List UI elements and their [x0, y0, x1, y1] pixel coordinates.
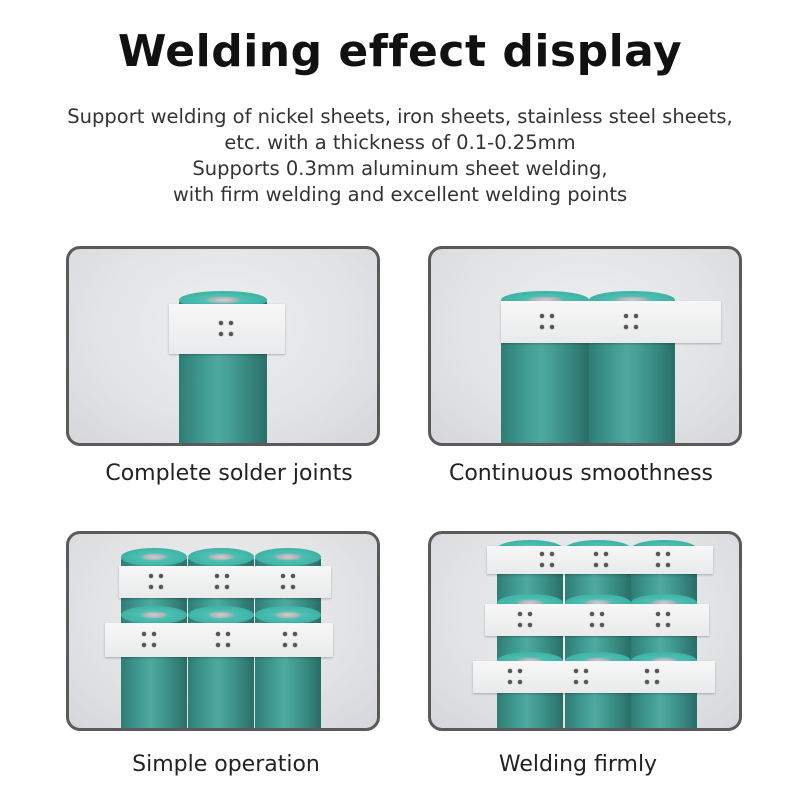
battery-top	[255, 606, 321, 624]
battery-top	[121, 606, 187, 624]
weld-spot	[550, 552, 554, 556]
weld-spot	[590, 623, 594, 627]
weld-spot	[634, 314, 638, 318]
weld-spot	[159, 574, 163, 578]
weld-spot	[666, 623, 670, 627]
weld-spot	[152, 643, 156, 647]
weld-spot	[645, 680, 649, 684]
weld-spot	[281, 585, 285, 589]
weld-spot	[550, 314, 554, 318]
weld-spot	[540, 325, 544, 329]
weld-spot	[226, 632, 230, 636]
weld-spot	[655, 680, 659, 684]
weld-spot	[656, 552, 660, 556]
photo-single-battery	[66, 246, 380, 446]
caption-continuous-smoothness: Continuous smoothness	[448, 461, 714, 486]
weld-spot	[656, 623, 660, 627]
weld-spot	[656, 612, 660, 616]
weld-spot	[666, 552, 670, 556]
weld-spot	[574, 669, 578, 673]
weld-spot	[584, 669, 588, 673]
weld-spot	[594, 563, 598, 567]
weld-spot	[518, 669, 522, 673]
weld-spot	[518, 680, 522, 684]
caption-complete-solder-joints: Complete solder joints	[105, 461, 353, 486]
weld-spot	[149, 585, 153, 589]
nickel-strip	[485, 604, 709, 636]
photo-nine-batteries	[428, 531, 742, 731]
weld-spot	[508, 680, 512, 684]
battery-top	[188, 606, 254, 624]
weld-spot	[216, 632, 220, 636]
description-line: Support welding of nickel sheets, iron s…	[67, 105, 733, 128]
weld-spot	[518, 623, 522, 627]
weld-spot	[550, 325, 554, 329]
weld-spot	[225, 585, 229, 589]
nickel-strip	[487, 546, 713, 574]
caption-welding-firmly: Welding firmly	[498, 752, 658, 777]
weld-spot	[600, 612, 604, 616]
weld-spot	[225, 574, 229, 578]
description-line: etc. with a thickness of 0.1-0.25mm	[224, 131, 576, 154]
weld-spot	[666, 612, 670, 616]
weld-spot	[283, 632, 287, 636]
weld-spot	[590, 612, 594, 616]
weld-spot	[291, 585, 295, 589]
weld-spot	[540, 552, 544, 556]
weld-spot	[215, 574, 219, 578]
weld-spot	[528, 623, 532, 627]
weld-spot	[142, 632, 146, 636]
weld-spot	[634, 325, 638, 329]
description-line: Supports 0.3mm aluminum sheet welding,	[192, 157, 608, 180]
weld-spot	[159, 585, 163, 589]
weld-spot	[283, 643, 287, 647]
weld-spot	[281, 574, 285, 578]
weld-spot	[229, 321, 233, 325]
weld-spot	[550, 563, 554, 567]
nickel-strip	[169, 304, 285, 354]
weld-spot	[540, 563, 544, 567]
weld-spot	[229, 332, 233, 336]
weld-spot	[293, 632, 297, 636]
description: Support welding of nickel sheets, iron s…	[0, 104, 800, 208]
weld-spot	[584, 680, 588, 684]
weld-spot	[624, 314, 628, 318]
weld-spot	[656, 563, 660, 567]
weld-spot	[666, 563, 670, 567]
battery-top	[255, 548, 321, 566]
weld-spot	[226, 643, 230, 647]
weld-spot	[604, 552, 608, 556]
weld-spot	[219, 332, 223, 336]
description-line: with firm welding and excellent welding …	[172, 183, 628, 206]
battery-top	[188, 548, 254, 566]
nickel-strip	[105, 623, 333, 657]
weld-spot	[655, 669, 659, 673]
weld-spot	[574, 680, 578, 684]
weld-spot	[604, 563, 608, 567]
battery-top	[121, 548, 187, 566]
weld-spot	[142, 643, 146, 647]
nickel-strip	[501, 301, 721, 343]
photo-two-batteries	[428, 246, 742, 446]
weld-spot	[518, 612, 522, 616]
weld-spot	[540, 314, 544, 318]
weld-spot	[216, 643, 220, 647]
nickel-strip	[119, 566, 331, 598]
nickel-strip	[473, 661, 715, 693]
page-title: Welding effect display	[117, 26, 683, 77]
weld-spot	[152, 632, 156, 636]
weld-spot	[219, 321, 223, 325]
weld-spot	[645, 669, 649, 673]
weld-spot	[624, 325, 628, 329]
weld-spot	[528, 612, 532, 616]
weld-spot	[149, 574, 153, 578]
photo-six-batteries	[66, 531, 380, 731]
weld-spot	[594, 552, 598, 556]
weld-spot	[508, 669, 512, 673]
caption-simple-operation: Simple operation	[132, 752, 320, 777]
weld-spot	[215, 585, 219, 589]
weld-spot	[291, 574, 295, 578]
weld-spot	[293, 643, 297, 647]
weld-spot	[600, 623, 604, 627]
